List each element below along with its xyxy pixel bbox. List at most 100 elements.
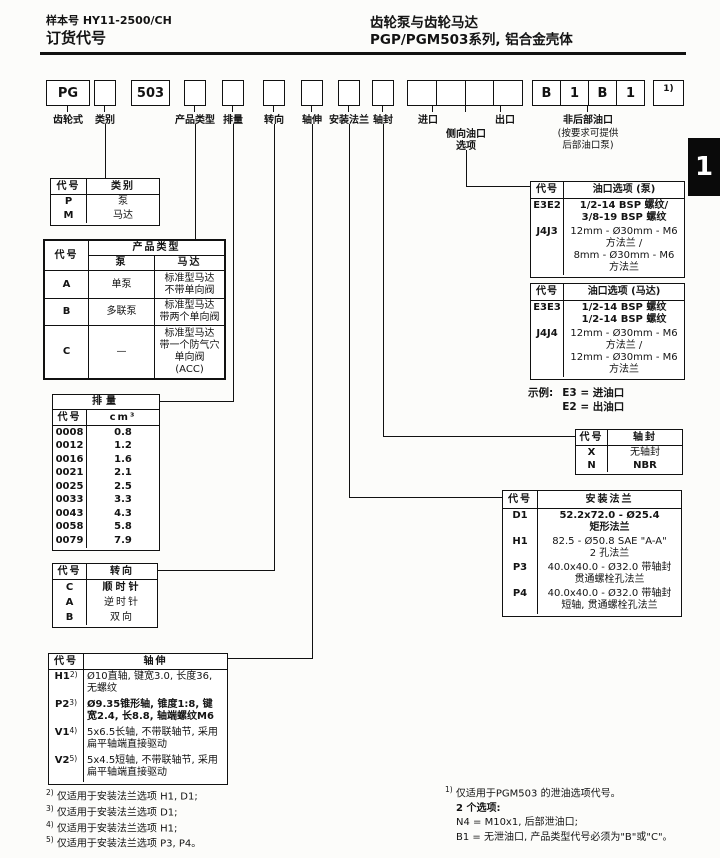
- code-box-series: 503: [131, 80, 170, 106]
- tick-line: [348, 106, 349, 112]
- inlet-cell-2: [435, 81, 465, 105]
- col-header: 代号: [53, 410, 87, 425]
- rear-cell: B: [541, 85, 552, 101]
- table-row: X 无轴封: [576, 446, 682, 459]
- col-header: 产品类型: [88, 239, 226, 256]
- label-displacement: 排量: [223, 115, 243, 126]
- footnote: 2 个选项:: [456, 802, 501, 814]
- col-header: 转向: [110, 565, 134, 577]
- code-box-displacement: [222, 80, 244, 106]
- outlet-cell-2: [493, 81, 522, 105]
- footnote: B1 = 无泄油口, 产品类型代号必须为"B"或"C"。: [456, 831, 673, 843]
- connector-line: [195, 124, 196, 239]
- col-header: 油口选项 (马达): [587, 286, 661, 297]
- seal-table: 代号 轴封 X 无轴封 N NBR: [575, 429, 683, 475]
- label-rear-ports: 非后部油口: [563, 115, 613, 126]
- pump-ports-table: 代号 油口选项 (泵) E3E2 1/2-14 BSP 螺纹/ 3/8-19 B…: [530, 181, 685, 278]
- table-row: C 顺时针: [53, 580, 157, 595]
- label-gear-type: 齿轮式: [53, 115, 83, 126]
- connector-line: [228, 658, 313, 659]
- label-flange: 安装法兰: [329, 115, 369, 126]
- col-header: 代号: [576, 430, 608, 445]
- col-header: 代号: [503, 491, 538, 508]
- footnote: 1) 仅适用于PGM503 的泄油选项代号。: [445, 785, 621, 800]
- table-row: J4J4 12mm - Ø30mm - M6 方法兰 / 12mm - Ø30m…: [531, 327, 684, 377]
- tick-line: [311, 106, 312, 112]
- table-row: M 马达: [51, 209, 159, 223]
- connector-line: [160, 401, 234, 402]
- rear-cell: 1: [560, 81, 588, 105]
- product-title-line1: 齿轮泵与齿轮马达: [370, 15, 478, 31]
- code-box-product-type: [184, 80, 206, 106]
- table-row: E3E3 1/2-14 BSP 螺纹 1/2-14 BSP 螺纹: [531, 301, 684, 327]
- col-header: 类别: [111, 180, 135, 192]
- label-outlet: 出口: [495, 115, 515, 126]
- tick-line: [232, 106, 233, 112]
- example-line: E3 = 进油口: [562, 387, 625, 399]
- col-header: cm³: [109, 411, 137, 423]
- code-box-flange: [338, 80, 360, 106]
- footnotes-right: 1) 仅适用于PGM503 的泄油选项代号。 2 个选项: N4 = M10x1…: [445, 786, 673, 845]
- col-header: 代号: [531, 284, 564, 300]
- label-seal: 轴封: [373, 115, 393, 126]
- table-row: A 逆时针: [53, 595, 157, 610]
- code-box-rotation: [263, 80, 285, 106]
- rotation-table: 代号 转向 C 顺时针 A 逆时针 B 双向: [52, 563, 158, 628]
- outlet-cell-1: [464, 81, 494, 105]
- table-row: B 多联泵 标准型马达 带两个单向阀: [43, 298, 226, 326]
- connector-line: [158, 570, 275, 571]
- connector-line: [466, 186, 530, 187]
- code-box-category: [94, 80, 116, 106]
- footnote-ref-1: 1): [663, 84, 674, 94]
- table-row: P 泵: [51, 195, 159, 209]
- footnote: 4) 仅适用于安装法兰选项 H1;: [46, 819, 178, 834]
- tick-line: [67, 106, 68, 112]
- rear-cell: 1: [616, 81, 644, 105]
- tick-line: [500, 106, 501, 112]
- code-box-ports: [407, 80, 523, 106]
- col-header: 代号: [43, 239, 89, 271]
- label-rear-note-1: (按要求可提供: [557, 128, 619, 139]
- table-row: D1 52.2x72.0 - Ø25.4 矩形法兰: [503, 509, 681, 535]
- label-rear-note-2: 后部油口泵): [562, 140, 614, 151]
- table-row: C — 标准型马达 带一个防气穴 单向阀 (ACC): [43, 325, 226, 379]
- tick-line: [382, 106, 383, 112]
- col-header: 代号: [49, 654, 84, 669]
- tick-line: [194, 106, 195, 112]
- table-row: E3E2 1/2-14 BSP 螺纹/ 3/8-19 BSP 螺纹: [531, 199, 684, 225]
- example-line: E2 = 出油口: [562, 401, 625, 413]
- col-header: 代号: [531, 182, 564, 198]
- label-shaft: 轴伸: [302, 115, 322, 126]
- connector-line: [233, 124, 234, 402]
- footnote: 2) 仅适用于安装法兰选项 H1, D1;: [46, 788, 198, 803]
- col-header: 泵: [88, 255, 155, 271]
- label-side-ports-2: 选项: [456, 141, 476, 152]
- table-row: N NBR: [576, 459, 682, 472]
- connector-line: [105, 124, 106, 178]
- page-title: 订货代号: [46, 29, 107, 47]
- table-row: P4 40.0x40.0 - Ø32.0 带轴封 短轴, 贯通螺栓孔法兰: [503, 587, 681, 614]
- code-box-rear-ports: B 1 B 1: [532, 80, 645, 106]
- category-table: 代号 类别 P 泵 M 马达: [50, 178, 160, 226]
- table-row: B 双向: [53, 610, 157, 625]
- connector-line: [349, 124, 350, 498]
- tick-line: [587, 106, 588, 112]
- label-rotation: 转向: [264, 115, 284, 126]
- label-category: 类别: [95, 115, 115, 126]
- col-header: 代号: [53, 564, 87, 579]
- code-box-gear-type: PG: [46, 80, 90, 106]
- footnote: 5) 仅适用于安装法兰选项 P3, P4。: [46, 835, 202, 850]
- product-title-line2: PGP/PGM503系列, 铝合金壳体: [370, 32, 573, 48]
- label-inlet: 进口: [418, 115, 438, 126]
- footnotes-left: 2) 仅适用于安装法兰选项 H1, D1; 3) 仅适用于安装法兰选项 D1; …: [46, 789, 201, 852]
